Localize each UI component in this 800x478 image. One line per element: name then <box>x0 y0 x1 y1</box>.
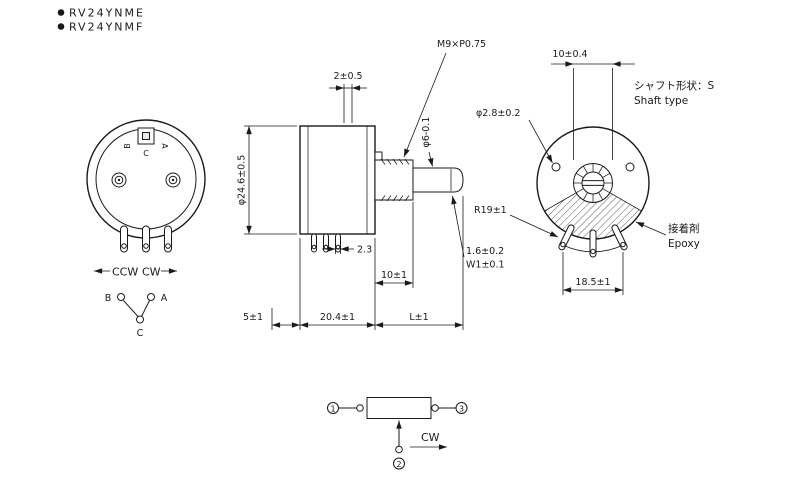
dim-slot-depth-label: 1.6±0.2 <box>466 246 504 257</box>
dim-bushing-length-label: 10±1 <box>381 270 407 281</box>
model-number-2: RV24YNMF <box>69 21 144 34</box>
rear-shaft-slot <box>582 180 604 186</box>
dim-slot-leader <box>451 195 465 258</box>
shaft-note-en-label: Shaft type <box>634 95 688 107</box>
dim-rear-bushing-dia <box>551 61 635 160</box>
front-view: B C A <box>86 119 206 253</box>
dim-back-clearance-label: 5±1 <box>243 312 263 323</box>
thread-spec-leader <box>403 52 447 158</box>
dim-terminal-offset-label: 2.3 <box>357 245 372 256</box>
dim-lug-width-label: 2±0.5 <box>333 71 362 82</box>
front-eyelet-right <box>165 172 181 188</box>
dim-shaft-length-label: L±1 <box>409 312 428 323</box>
rotation-terminal-b-label: B <box>105 293 112 304</box>
rotation-terminal-a-node <box>147 293 155 301</box>
dim-rear-bushing-dia-label: 10±0.4 <box>552 49 587 60</box>
dim-body-length-label: 20.4±1 <box>320 312 355 323</box>
dim-terminal-radius-label: R19±1 <box>474 205 507 216</box>
rear-terminals <box>558 224 628 258</box>
epoxy-jp-label: 接着剤 <box>668 222 700 235</box>
front-terminal-a-label: A <box>160 143 169 149</box>
side-terminals <box>311 233 341 253</box>
wiper-line-right <box>141 300 150 317</box>
terminal-1-label: 1 <box>330 405 335 414</box>
front-terminal-b-label: B <box>123 143 132 149</box>
rotation-terminal-c-label: C <box>137 328 144 339</box>
side-body-outline <box>299 125 376 235</box>
epoxy-en-label: Epoxy <box>668 238 700 250</box>
rotation-terminal-c-node <box>136 315 144 324</box>
bullet-icon <box>57 23 65 30</box>
side-view: 2±0.5 M9×P0.75 φ6-0.1 φ24.6±0.5 2.3 10±1… <box>237 39 505 330</box>
dim-hole-dia-leader <box>528 119 553 164</box>
resistor-element <box>366 397 432 419</box>
dim-shaft-dia-leader <box>427 151 434 167</box>
side-shaft <box>412 167 464 193</box>
schematic: 1 3 2 CW <box>327 397 468 470</box>
dim-bottom-chain <box>271 196 464 330</box>
ccw-label: CCW <box>112 266 138 279</box>
node-right <box>431 404 439 412</box>
rear-shaft-circle <box>581 171 605 195</box>
terminal-3-label: 3 <box>459 405 464 414</box>
dim-terminal-span <box>562 252 624 295</box>
front-terminals <box>120 225 172 253</box>
dim-lug-width <box>329 84 367 123</box>
dim-hole-dia-label: φ2.8±0.2 <box>476 108 520 119</box>
dim-terminal-span-label: 18.5±1 <box>575 277 610 288</box>
bullet-icon <box>57 9 65 16</box>
rear-pin-hole-left <box>551 162 561 172</box>
node-wiper <box>395 445 403 454</box>
dim-terminal-radius-leader <box>509 214 559 238</box>
rotation-terminal-b-node <box>117 293 125 301</box>
rotation-diagram: CCW CW B A C <box>94 266 177 339</box>
front-terminal-c-label: C <box>143 149 149 158</box>
front-lug-inner <box>142 132 150 140</box>
dim-slot-width-label: W1±0.1 <box>466 260 505 271</box>
dim-terminal-offset <box>322 238 354 254</box>
dim-shaft-dia-label: φ6-0.1 <box>421 117 432 148</box>
side-thread-marks <box>380 158 410 202</box>
rear-pin-hole-right <box>625 162 635 172</box>
terminal-2-label: 2 <box>396 460 401 469</box>
dim-body-dia <box>244 125 297 235</box>
thread-spec-label: M9×P0.75 <box>437 39 486 50</box>
side-bushing <box>374 159 414 201</box>
schematic-cw-label: CW <box>421 431 440 444</box>
side-locating-lug <box>374 151 383 161</box>
header: RV24YNME RV24YNMF <box>57 7 145 34</box>
terminal-2-circle <box>393 457 405 470</box>
epoxy-leader <box>635 221 667 236</box>
rear-knurl-marks <box>573 163 613 203</box>
rear-view: 10±0.4 シャフト形状：S Shaft type φ2.8±0.2 R19±… <box>474 49 714 295</box>
wiper-line-left <box>123 300 139 317</box>
front-eyelet-left <box>111 172 127 188</box>
shaft-note-jp-label: シャフト形状：S <box>634 79 714 92</box>
node-left <box>356 404 364 412</box>
dim-body-dia-label: φ24.6±0.5 <box>237 155 248 206</box>
model-number-1: RV24YNME <box>69 7 145 20</box>
dim-bushing-length <box>375 202 414 288</box>
cw-label: CW <box>142 266 161 279</box>
terminal-3-circle <box>455 402 468 414</box>
rotation-terminal-a-label: A <box>161 293 168 304</box>
